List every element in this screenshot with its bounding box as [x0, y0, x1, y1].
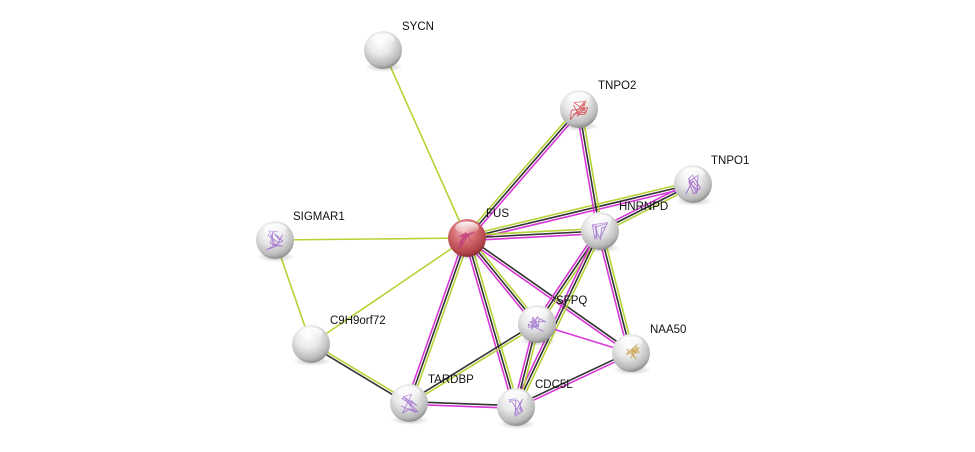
edge-evidence-textmining: [466, 180, 693, 237]
edge-evidence-coexpression: [466, 237, 517, 408]
edge-fus-tnpo2[interactable]: [464, 106, 582, 241]
edge-evidence-experiments: [512, 229, 599, 407]
edge-evidence-textmining: [410, 238, 471, 405]
edge-evidence-coexpression: [309, 344, 409, 405]
node-highlight: [681, 167, 705, 180]
edge-evidence-textmining: [382, 49, 468, 239]
edge-cdc5l-naa50[interactable]: [515, 351, 632, 409]
node-tnpo1[interactable]: TNPO1: [674, 155, 749, 206]
edge-evidence-coexpression: [466, 230, 601, 239]
edge-fus-tardbp[interactable]: [405, 236, 471, 405]
node-label: SFPQ: [556, 295, 587, 307]
node-sigmar1[interactable]: SIGMAR1: [256, 211, 345, 262]
edge-evidence-coexpression: [407, 322, 537, 403]
edge-evidence-coexpression: [466, 108, 580, 239]
protein-structure-icon: [626, 344, 640, 360]
edge-evidence-coexpression: [515, 351, 631, 407]
node-highlight: [619, 336, 643, 349]
node-highlight: [371, 33, 395, 46]
edge-fus-c9h9orf72[interactable]: [310, 237, 468, 345]
edge-evidence-textmining: [468, 237, 520, 407]
node-label: NAA50: [650, 324, 686, 336]
node-highlight: [455, 221, 479, 234]
edge-evidence-textmining: [310, 237, 468, 345]
node-label: SYCN: [402, 21, 434, 33]
edge-evidence-experiments: [467, 232, 601, 242]
edge-fus-cdc5l[interactable]: [463, 237, 520, 408]
node-highlight: [567, 92, 591, 105]
edge-hnrnpd-cdc5l[interactable]: [512, 229, 604, 409]
protein-structure-icon: [266, 230, 284, 251]
edge-evidence-experiments: [516, 353, 632, 409]
protein-structure-icon: [400, 393, 419, 414]
node-hnrnpd[interactable]: HNRNPD: [581, 201, 668, 253]
edge-fus-sigmar1[interactable]: [274, 237, 468, 241]
edge-evidence-experiments: [468, 110, 582, 241]
node-cdc5l[interactable]: CDC5L: [497, 379, 573, 429]
node-label: TNPO1: [711, 155, 749, 167]
edge-evidence-experiments: [467, 185, 694, 242]
edge-fus-sycn[interactable]: [382, 49, 468, 239]
node-sycn[interactable]: SYCN: [364, 21, 434, 72]
edge-evidence-experiments: [463, 238, 515, 408]
edge-evidence-coexpression: [408, 237, 468, 404]
protein-structure-icon: [458, 231, 475, 249]
node-label: C9H9orf72: [330, 315, 386, 327]
node-naa50[interactable]: NAA50: [612, 324, 686, 375]
node-highlight: [299, 327, 323, 340]
node-tardbp[interactable]: TARDBP: [390, 374, 474, 425]
edge-sfpq-tardbp[interactable]: [407, 322, 539, 405]
node-fus[interactable]: FUS: [448, 208, 509, 260]
edge-evidence-textmining: [464, 106, 578, 237]
node-highlight: [588, 214, 612, 227]
node-label: TNPO2: [598, 80, 636, 92]
node-c9h9orf72[interactable]: C9H9orf72: [292, 315, 386, 366]
protein-structure-icon: [591, 222, 609, 241]
edge-evidence-textmining: [274, 237, 468, 241]
node-highlight: [525, 307, 549, 320]
node-highlight: [504, 390, 528, 403]
node-label: HNRNPD: [619, 201, 668, 213]
node-sfpq[interactable]: SFPQ: [518, 295, 587, 346]
node-label: SIGMAR1: [293, 211, 345, 223]
edge-fus-naa50[interactable]: [465, 236, 633, 355]
node-tnpo2[interactable]: TNPO2: [560, 80, 636, 131]
edge-evidence-textmining: [517, 231, 604, 409]
edge-evidence-coexpression: [466, 183, 694, 239]
node-label: TARDBP: [428, 374, 474, 386]
edge-fus-tnpo1[interactable]: [466, 180, 694, 242]
edge-evidence-coexpression: [467, 236, 633, 353]
edge-evidence-textmining: [409, 324, 539, 405]
edge-evidence-experiments: [465, 238, 631, 355]
edge-evidence-coexpression: [515, 230, 601, 408]
edge-evidence-experiments: [405, 236, 466, 403]
node-highlight: [263, 223, 287, 236]
edge-fus-hnrnpd[interactable]: [466, 227, 601, 242]
node-highlight: [397, 386, 421, 399]
edge-evidence-textmining: [466, 227, 600, 237]
edge-evidence-textmining: [311, 342, 411, 403]
edge-c9h9orf72-tardbp[interactable]: [309, 342, 411, 405]
node-label: FUS: [486, 208, 509, 220]
node-label: CDC5L: [535, 379, 573, 391]
